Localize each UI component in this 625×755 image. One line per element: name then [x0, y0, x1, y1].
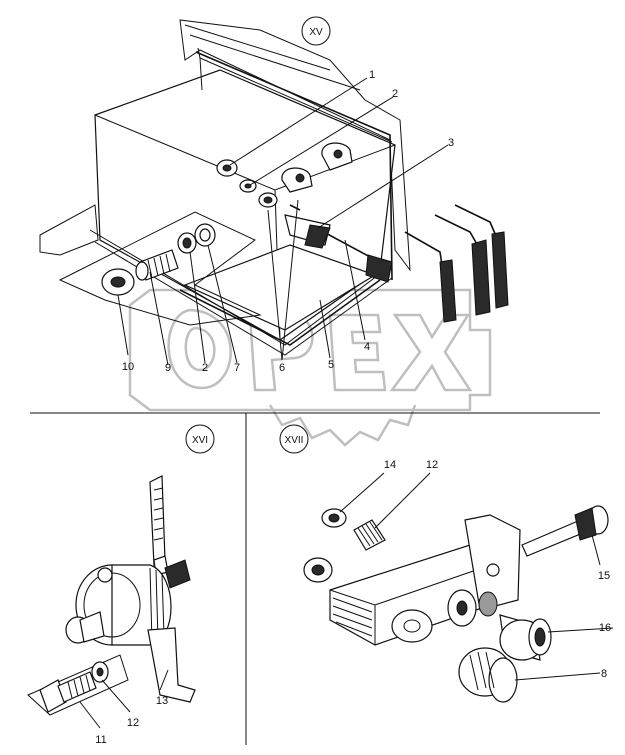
section-label-xvi: XVI: [192, 435, 208, 446]
callout-label: 12: [127, 717, 139, 729]
section-xv-battery-box: [39, 16, 509, 366]
callout-label: 14: [384, 459, 396, 471]
callout-label: 4: [364, 341, 370, 353]
callout-label: 15: [598, 570, 610, 582]
section-label-xv: XV: [309, 27, 323, 38]
callout-label: 12: [426, 459, 438, 471]
callout-label: 2: [392, 88, 398, 100]
callout-labels: 1 2 3 10 9 2 7 6 5 4 14 12 15 16 8 13 12…: [95, 69, 611, 746]
section-xvi-switch: [27, 424, 215, 729]
callout-label: 16: [599, 622, 611, 634]
callout-label: 9: [165, 362, 171, 374]
callout-label: 11: [95, 734, 106, 746]
callout-label: 3: [448, 137, 454, 149]
callout-label: 2: [202, 362, 208, 374]
section-xvii-assembly: [279, 424, 614, 703]
callout-label: 8: [601, 668, 607, 680]
callout-label: 10: [122, 361, 134, 373]
callout-label: 1: [369, 69, 375, 81]
section-label-xvii: XVII: [285, 435, 304, 446]
callout-label: 13: [156, 695, 168, 707]
callout-label: 5: [328, 359, 334, 371]
callout-label: 7: [234, 362, 240, 374]
section-labels: XV XVI XVII: [192, 27, 323, 446]
callout-label: 6: [279, 362, 285, 374]
section-xv-badge: [301, 16, 331, 46]
opex-watermark-logo: [128, 288, 492, 447]
